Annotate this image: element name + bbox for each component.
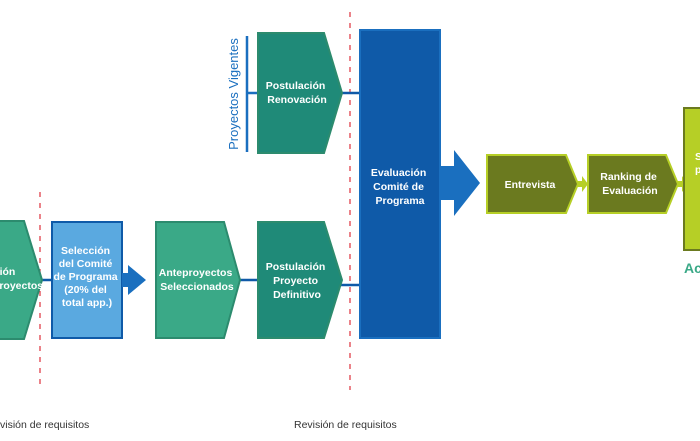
definitivo-line1: Postulación	[266, 261, 326, 273]
seleccion-line3: de Programa	[53, 271, 117, 283]
caption-revision-mid: Revisión de requisitos	[294, 419, 397, 431]
step-entrevista	[486, 154, 580, 214]
vigentes-label: Proyectos Vigentes	[226, 38, 241, 150]
seleccion-line4: (20% del	[64, 284, 107, 296]
right-fragment-text: Ac	[684, 260, 700, 276]
step-cut-left	[0, 220, 44, 340]
step-evaluacion-box	[359, 29, 441, 339]
arrow-entrevista-to-ranking	[578, 176, 588, 192]
seleccion-line2: del Comité	[59, 258, 113, 270]
ranking-line2: Evaluación	[602, 185, 657, 197]
step-anteproyectos	[155, 221, 242, 339]
svg-text:S p: S p	[695, 151, 700, 176]
arrow-evaluacion-to-entrevista	[440, 150, 480, 216]
svg-text:Anteproyectos Seleccionado: Anteproyectos Seleccionados	[159, 267, 235, 293]
evaluacion-line2: Comité de	[373, 181, 424, 193]
svg-text:Ranking de Evaluación: Ranking de Evaluación	[600, 171, 660, 197]
svg-text:Selección del Comité d: Selección del Comité de Programa (20% de…	[53, 245, 120, 309]
arrow-seleccion-to-ante	[122, 265, 146, 295]
caption-revision-left: visión de requisitos	[0, 419, 89, 431]
step-cut-left-line1: ción	[0, 266, 15, 278]
seleccion-line5: total app.)	[62, 297, 112, 309]
step-ranking	[587, 154, 680, 214]
definitivo-line3: Definitivo	[273, 289, 321, 301]
step-cut-right	[683, 107, 700, 251]
svg-text:Postulación Proyecto D: Postulación Proyecto Definitivo	[266, 261, 328, 301]
entrevista-label: Entrevista	[505, 179, 556, 191]
anteproyectos-line2: Seleccionados	[160, 281, 234, 293]
svg-text:Evaluación Comité de P: Evaluación Comité de Programa	[371, 167, 429, 207]
step-postulacion-definitivo	[257, 221, 344, 339]
evaluacion-line1: Evaluación	[371, 167, 426, 179]
cut-right-line1: S	[695, 151, 700, 163]
ranking-line1: Ranking de	[600, 171, 657, 183]
renovacion-line2: Renovación	[267, 94, 327, 106]
svg-text:ción proyectos: ción proyectos	[0, 266, 43, 292]
definitivo-line2: Proyecto	[273, 275, 318, 287]
seleccion-line1: Selección	[61, 245, 110, 257]
svg-text:Postulación Renovación: Postulación Renovación	[266, 80, 328, 106]
anteproyectos-line1: Anteproyectos	[159, 267, 233, 279]
step-postulacion-renovacion	[257, 32, 344, 154]
cut-right-line2: p	[695, 164, 700, 176]
renovacion-line1: Postulación	[266, 80, 326, 92]
evaluacion-line3: Programa	[375, 195, 424, 207]
step-cut-left-line2: proyectos	[0, 280, 43, 292]
